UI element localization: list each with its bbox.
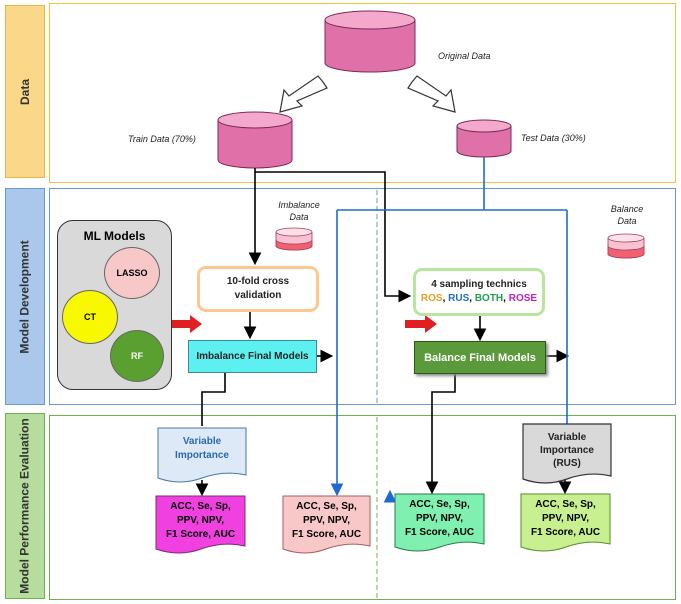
test-data-cylinder-icon [456, 119, 512, 158]
metrics-1-line3: F1 Score, AUC [165, 529, 236, 540]
metrics-4-line3: F1 Score, AUC [530, 527, 601, 538]
metrics-2-line3: F1 Score, AUC [291, 529, 362, 540]
metrics-doc-balance-cv [394, 493, 485, 552]
model-ct: CT [62, 290, 118, 344]
metrics-1-line2: PPV, NPV, [176, 515, 225, 526]
original-data-label: Original Data [438, 51, 491, 61]
sampling-both: BOTH [474, 293, 504, 304]
metrics-text-4: ACC, Se, Sp, PPV, NPV, F1 Score, AUC [521, 498, 610, 540]
sampling-rose: ROSE [508, 293, 538, 304]
variable-importance-rus-doc [522, 423, 612, 484]
balance-to-metrics-arrow [425, 374, 456, 495]
cv-box: 10-fold cross validation [197, 266, 319, 312]
metrics-doc-imbalance-test [282, 495, 371, 554]
metrics-2-line2: PPV, NPV, [302, 515, 351, 526]
sampling-box: 4 sampling technics ROS, RUS, BOTH, ROSE [413, 268, 545, 316]
metrics-doc-imbalance-cv [155, 495, 246, 554]
original-data-cylinder-icon [324, 10, 416, 73]
metrics-text-2: ACC, Se, Sp, PPV, NPV, F1 Score, AUC [283, 500, 370, 542]
ml-models-title: ML Models [83, 229, 146, 243]
vi-right-line1: Variable [547, 432, 587, 443]
metrics-doc-balance-test [520, 493, 611, 552]
metrics-1-line1: ACC, Se, Sp, [170, 501, 231, 512]
model-lasso: LASSO [104, 247, 160, 299]
variable-importance-doc [157, 427, 247, 483]
imbalance-final-models-box: Imbalance Final Models [188, 340, 317, 373]
split-arrow-left-icon [279, 75, 328, 113]
metrics-text-1: ACC, Se, Sp, PPV, NPV, F1 Score, AUC [156, 500, 245, 542]
sampling-methods: ROS, RUS, BOTH, ROSE [420, 293, 538, 304]
sampling-title: 4 sampling technics [431, 279, 527, 290]
section-label-development: Model Development [5, 188, 45, 405]
vi-left-line1: Variable [182, 436, 222, 447]
metrics-4-line1: ACC, Se, Sp, [535, 499, 596, 510]
train-data-cylinder-icon [217, 111, 293, 169]
sampling-ros: ROS [420, 293, 443, 304]
metrics-2-line1: ACC, Se, Sp, [296, 501, 357, 512]
model-rf: RF [110, 330, 164, 382]
vi-right-line2: Importance [540, 445, 594, 456]
metrics-3-line2: PPV, NPV, [415, 513, 464, 524]
section-label-data: Data [5, 5, 45, 178]
train-data-label: Train Data (70%) [128, 134, 196, 144]
vi-right-text: Variable Importance (RUS) [523, 431, 611, 470]
vi-right-line3: (RUS) [553, 458, 581, 469]
sampling-rus: RUS [448, 293, 470, 304]
balance-final-models-box: Balance Final Models [414, 341, 546, 374]
balance-data-cylinder-icon [607, 233, 645, 259]
metrics-3-line3: F1 Score, AUC [404, 527, 475, 538]
imbalance-data-label-text: Imbalance Data [278, 200, 320, 222]
vi-left-line2: Importance [175, 450, 229, 461]
cv-box-text: 10-fold cross validation [226, 276, 290, 301]
vi-left-text: Variable Importance [158, 435, 246, 463]
imbalance-to-vi-line [201, 373, 226, 426]
train-to-sampling-arrow [255, 171, 412, 303]
red-arrow-left-icon [172, 315, 202, 333]
split-arrow-right-icon [407, 75, 456, 113]
balance-data-label-text: Balance Data [610, 204, 644, 226]
imbalance-data-label: Imbalance Data [278, 199, 320, 223]
red-arrow-right-icon [405, 315, 437, 333]
test-data-label: Test Data (30%) [521, 133, 586, 143]
section-label-evaluation: Model Performance Evaluation [5, 413, 45, 599]
balance-data-label: Balance Data [606, 203, 648, 227]
metrics-4-line2: PPV, NPV, [541, 513, 590, 524]
imbalance-data-cylinder-icon [275, 227, 313, 251]
metrics-3-line1: ACC, Se, Sp, [409, 499, 470, 510]
metrics-text-3: ACC, Se, Sp, PPV, NPV, F1 Score, AUC [395, 498, 484, 540]
